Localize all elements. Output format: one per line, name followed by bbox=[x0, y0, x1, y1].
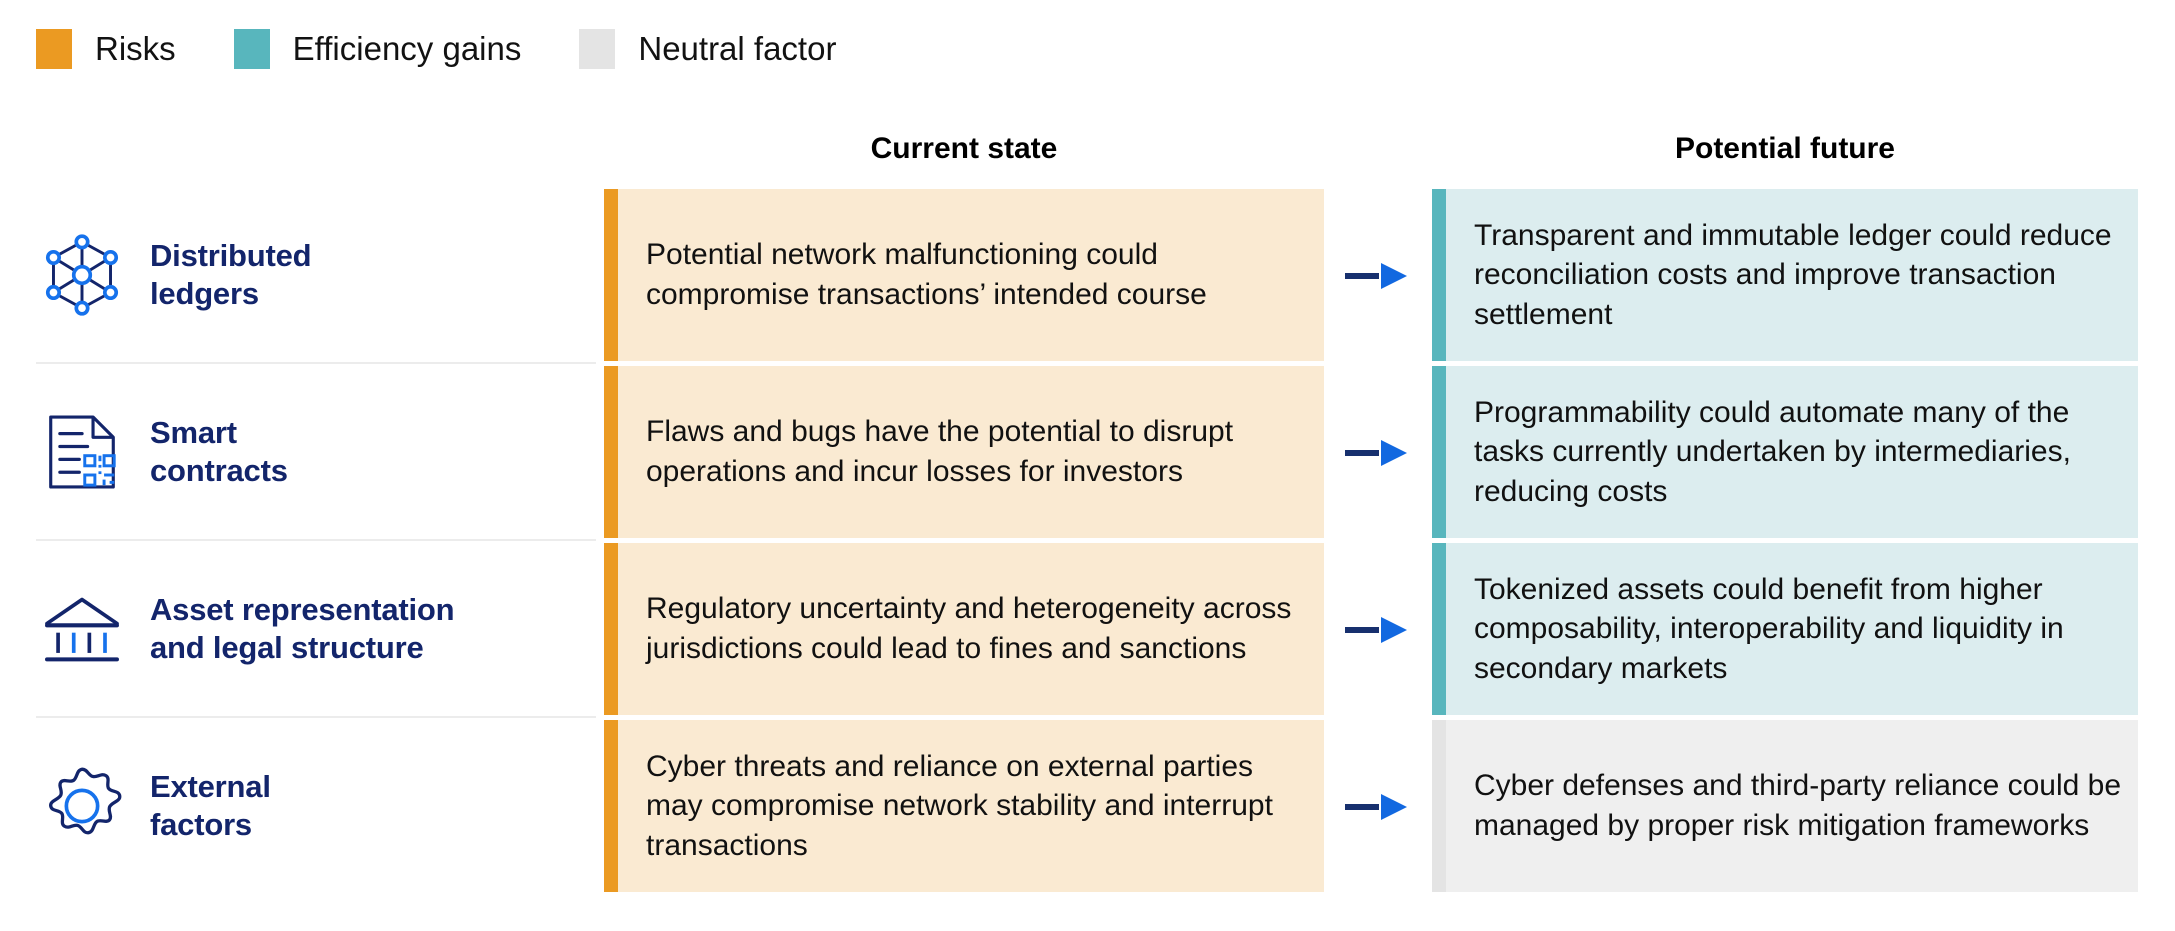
cell-body: Potential network malfunctioning could c… bbox=[618, 189, 1324, 361]
category-bar-risks bbox=[604, 720, 618, 892]
table-row: Smart contracts Flaws and bugs have the … bbox=[0, 362, 2175, 538]
cell-potential-future-distributed-ledgers: Transparent and immutable ledger could r… bbox=[1432, 189, 2138, 361]
legend-item-neutral-factor: Neutral factor bbox=[579, 29, 836, 69]
category-bar-efficiency-gains bbox=[1432, 543, 1446, 715]
row-label-line-1: Distributed bbox=[150, 237, 312, 273]
cell-text: Cyber threats and reliance on external p… bbox=[646, 749, 1273, 862]
cell-current-state-smart-contracts: Flaws and bugs have the potential to dis… bbox=[604, 366, 1324, 538]
row-label-line-2: and legal structure bbox=[150, 630, 424, 665]
row-divider bbox=[36, 716, 596, 718]
cell-current-state-asset-representation: Regulatory uncertainty and heterogeneity… bbox=[604, 543, 1324, 715]
row-header-smart-contracts: Smart contracts bbox=[36, 366, 596, 538]
arrow-right-icon bbox=[1345, 440, 1407, 466]
arrow-right-icon bbox=[1345, 617, 1407, 643]
row-divider bbox=[36, 362, 596, 364]
cell-text: Tokenized assets could benefit from high… bbox=[1474, 572, 2064, 685]
neutral-factor-color-swatch bbox=[579, 29, 616, 69]
arrow-right-icon bbox=[1345, 794, 1407, 820]
cell-body: Tokenized assets could benefit from high… bbox=[1446, 543, 2138, 715]
cell-text: Programmability could automate many of t… bbox=[1474, 395, 2071, 508]
cell-body: Cyber defenses and third-party reliance … bbox=[1446, 720, 2138, 892]
cell-current-state-external-factors: Cyber threats and reliance on external p… bbox=[604, 720, 1324, 892]
cell-text: Cyber defenses and third-party reliance … bbox=[1474, 769, 2122, 842]
cell-body: Programmability could automate many of t… bbox=[1446, 366, 2138, 538]
category-bar-risks bbox=[604, 543, 618, 715]
row-label-smart-contracts: Smart contracts bbox=[150, 414, 288, 491]
cell-text: Potential network malfunctioning could c… bbox=[646, 238, 1207, 311]
cell-potential-future-smart-contracts: Programmability could automate many of t… bbox=[1432, 366, 2138, 538]
table-row: External factors Cyber threats and relia… bbox=[0, 716, 2175, 892]
row-divider bbox=[36, 539, 596, 541]
cell-text: Regulatory uncertainty and heterogeneity… bbox=[646, 592, 1292, 665]
risks-color-swatch bbox=[36, 29, 72, 69]
category-bar-efficiency-gains bbox=[1432, 189, 1446, 361]
bank-institution-icon bbox=[45, 597, 119, 662]
row-label-line-1: Asset representation bbox=[150, 591, 455, 627]
column-header-potential-future: Potential future bbox=[1674, 132, 1895, 165]
table-row: Asset representation and legal structure… bbox=[0, 539, 2175, 715]
row-header-external-factors: External factors bbox=[36, 720, 596, 892]
category-bar-neutral-factor bbox=[1432, 720, 1446, 892]
row-label-line-2: ledgers bbox=[150, 276, 259, 311]
cell-body: Flaws and bugs have the potential to dis… bbox=[618, 366, 1324, 538]
cell-body: Cyber threats and reliance on external p… bbox=[618, 720, 1324, 892]
distributed-ledger-network-icon bbox=[45, 234, 119, 316]
row-label-asset-representation: Asset representation and legal structure bbox=[150, 591, 455, 668]
legend-label-risks: Risks bbox=[95, 30, 176, 67]
cell-potential-future-asset-representation: Tokenized assets could benefit from high… bbox=[1432, 543, 2138, 715]
cell-body: Regulatory uncertainty and heterogeneity… bbox=[618, 543, 1324, 715]
efficiency-gains-color-swatch bbox=[233, 29, 270, 69]
column-header-current-state: Current state bbox=[870, 132, 1058, 165]
table-row: Distributed ledgers Potential network ma… bbox=[0, 189, 2175, 361]
row-header-distributed-ledgers: Distributed ledgers bbox=[36, 189, 596, 361]
legend: Risks Efficiency gains Neutral factor bbox=[36, 26, 894, 72]
row-label-distributed-ledgers: Distributed ledgers bbox=[150, 237, 312, 314]
legend-label-neutral-factor: Neutral factor bbox=[638, 30, 837, 67]
row-label-line-1: Smart bbox=[150, 414, 237, 450]
category-bar-risks bbox=[604, 189, 618, 361]
category-bar-risks bbox=[604, 366, 618, 538]
legend-label-efficiency-gains: Efficiency gains bbox=[292, 30, 522, 67]
row-label-external-factors: External factors bbox=[150, 768, 271, 845]
smart-contract-document-icon bbox=[49, 415, 116, 489]
cell-body: Transparent and immutable ledger could r… bbox=[1446, 189, 2138, 361]
cell-current-state-distributed-ledgers: Potential network malfunctioning could c… bbox=[604, 189, 1324, 361]
row-header-asset-representation: Asset representation and legal structure bbox=[36, 543, 596, 715]
gear-cog-icon bbox=[49, 767, 122, 835]
cell-text: Flaws and bugs have the potential to dis… bbox=[646, 415, 1234, 488]
cell-text: Transparent and immutable ledger could r… bbox=[1474, 218, 2112, 331]
row-label-line-2: factors bbox=[150, 807, 252, 842]
comparison-matrix: Distributed ledgers Potential network ma… bbox=[0, 189, 2175, 901]
row-label-line-1: External bbox=[150, 768, 271, 804]
legend-item-efficiency-gains: Efficiency gains bbox=[233, 29, 522, 69]
arrow-right-icon bbox=[1345, 263, 1407, 289]
row-label-line-2: contracts bbox=[150, 453, 288, 488]
category-bar-efficiency-gains bbox=[1432, 366, 1446, 538]
legend-item-risks: Risks bbox=[36, 29, 176, 69]
cell-potential-future-external-factors: Cyber defenses and third-party reliance … bbox=[1432, 720, 2138, 892]
